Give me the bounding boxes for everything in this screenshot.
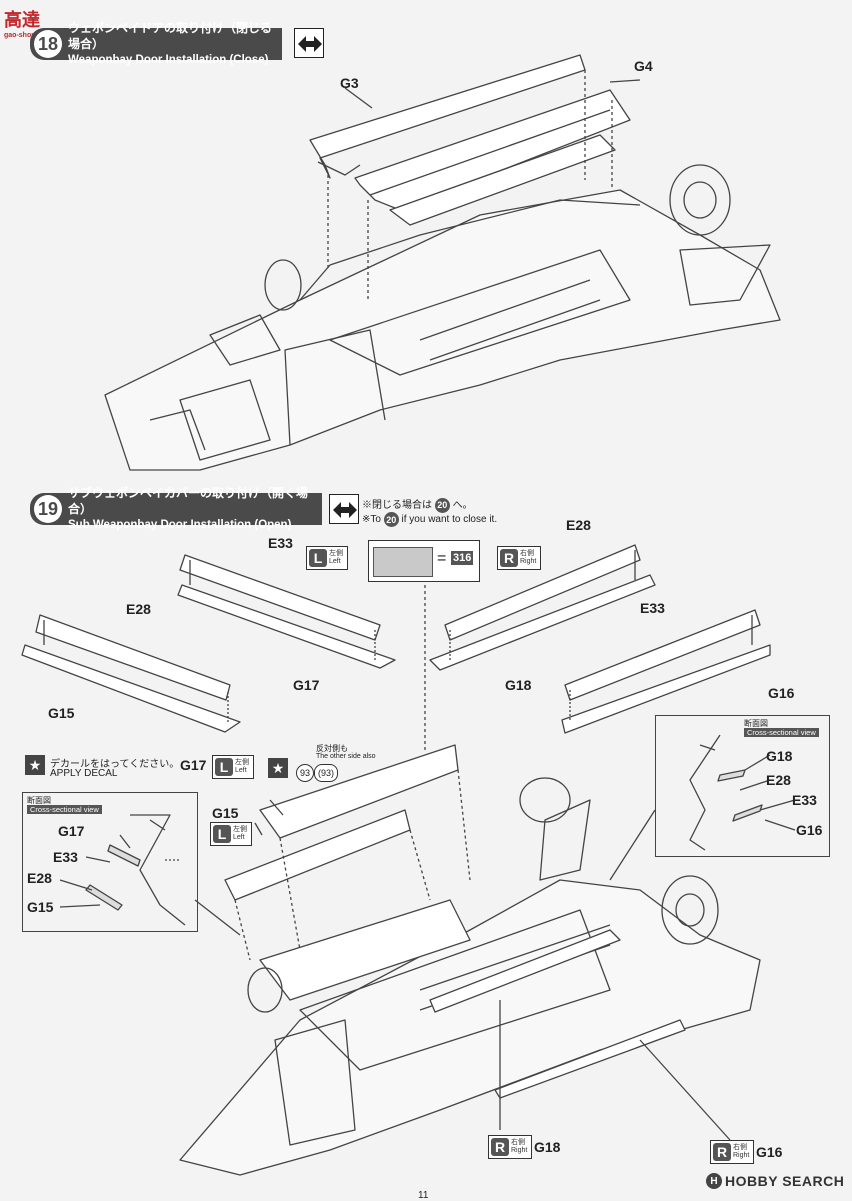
paint-chip-box: = 316 [368,540,480,582]
left-badge-g15-letter: L [213,825,231,843]
right-badge-g16-letter: R [713,1143,731,1161]
left-badge-letter: L [309,549,327,567]
part-label-g15: G15 [48,705,75,721]
inset-right-label-g18: G18 [766,748,793,764]
part-label-g17-main: G17 [180,757,207,773]
step-18-title-en: Weaponbay Door Installation (Close) [68,54,269,66]
step-19-note-jp: ※閉じる場合は 20 へ。 [362,496,473,513]
decal-other-jp: 反対側も [316,744,348,753]
page-number: 11 [418,1190,429,1201]
inset-left-title-jp: 断面図 [27,796,51,805]
inset-left-title: 断面図 Cross-sectional view [27,796,102,814]
inset-left-label-g17: G17 [58,823,85,839]
part-label-g16: G16 [768,685,795,701]
left-badge-g17-letter: L [215,758,233,776]
right-badge-letter: R [500,549,518,567]
decal-number-b: (93) [314,764,338,782]
part-label-g17: G17 [293,677,320,693]
left-badge-en: Left [329,558,341,565]
left-badge-g15-en: Left [233,834,245,841]
right-badge-g18-jp: 右側 [511,1139,525,1146]
open-close-icon [329,494,359,524]
right-badge-jp: 右側 [520,550,534,557]
part-label-e28-right: E28 [566,517,591,533]
left-badge-g15-jp: 左側 [233,826,247,833]
step-19-header: 19 サブウェポンベイカバーの取り付け（開く場合） Sub Weaponbay … [30,486,322,531]
paint-equals: = [437,550,447,567]
hobby-search-mark-icon: H [706,1173,722,1189]
step-19-number: 19 [34,495,62,523]
step-19-title-jp: サブウェポンベイカバーの取り付け（開く場合） [68,486,309,516]
step-19-note-en: ※To 20 if you want to close it. [362,512,497,527]
inset-right-title-en: Cross-sectional view [744,728,819,737]
right-badge-g16-jp: 右側 [733,1144,747,1151]
part-label-e33-right: E33 [640,600,665,616]
part-label-g4: G4 [634,58,653,74]
step-19-title-en: Sub Weaponbay Door Installation (Open) [68,519,292,531]
part-label-g18: G18 [505,677,532,693]
part-label-g16-main: G16 [756,1144,783,1160]
paint-code: 316 [451,551,474,565]
watermark-logo-text: 高達 [4,10,40,30]
cross-section-inset-left: 断面図 Cross-sectional view G17 E33 E28 G15 [22,792,198,932]
watermark-logo: 高達 gao-shou.com [4,6,52,39]
inset-left-title-en: Cross-sectional view [27,805,102,814]
decal-note-en: APPLY DECAL [50,768,118,779]
hobby-search-brand: HOBBY SEARCH [725,1173,845,1189]
left-badge-g17-jp: 左側 [235,759,249,766]
note-jp-ref: 20 [434,497,450,513]
step-18-header: 18 ウェポンベイドアの取り付け（閉じる場合） Weaponbay Door I… [30,21,282,66]
inset-left-label-g15: G15 [27,899,54,915]
right-badge-g16-en: Right [733,1152,750,1159]
decal-star-icon-2: ★ [268,758,288,778]
decal-star-icon: ★ [25,755,45,775]
hobby-search-logo: H HOBBY SEARCH [706,1173,844,1189]
note-en-ref: 20 [383,512,399,527]
paint-chip-swatch [373,547,433,577]
inset-right-label-g16: G16 [796,822,823,838]
inset-left-label-e33: E33 [53,849,78,865]
right-badge-g18-en: Right [511,1147,528,1154]
part-label-g18-main: G18 [534,1139,561,1155]
part-label-e28-left: E28 [126,601,151,617]
inset-right-label-e33: E33 [792,792,817,808]
note-en-suffix: if you want to close it. [401,514,498,526]
inset-left-label-e28: E28 [27,870,52,886]
part-label-g3: G3 [340,75,359,91]
right-badge-en: Right [520,558,537,565]
step-18-number: 18 [34,30,62,58]
cross-section-inset-right: 断面図 Cross-sectional view G18 E28 E33 G16 [655,715,830,857]
left-badge-jp: 左側 [329,550,343,557]
decal-other-en: The other side also [316,753,376,760]
inset-right-title: 断面図 Cross-sectional view [744,719,819,737]
part-label-g15-main: G15 [212,805,239,821]
both-sides-arrow-icon [294,28,324,58]
right-badge-g18-letter: R [491,1138,509,1156]
left-badge-g17-en: Left [235,767,247,774]
note-jp-prefix: ※閉じる場合は [362,500,432,511]
inset-right-label-e28: E28 [766,772,791,788]
watermark-logo-sub: gao-shou.com [4,32,52,39]
note-jp-suffix: へ。 [452,500,473,511]
inset-right-title-jp: 断面図 [744,719,768,728]
note-en-prefix: ※To [362,514,381,526]
decal-number-a: 93 [296,764,314,782]
decal-note-jp: デカールをはってください。 [50,759,180,770]
part-label-e33-left: E33 [268,535,293,551]
step-18-title-jp: ウェポンベイドアの取り付け（閉じる場合） [68,21,273,51]
